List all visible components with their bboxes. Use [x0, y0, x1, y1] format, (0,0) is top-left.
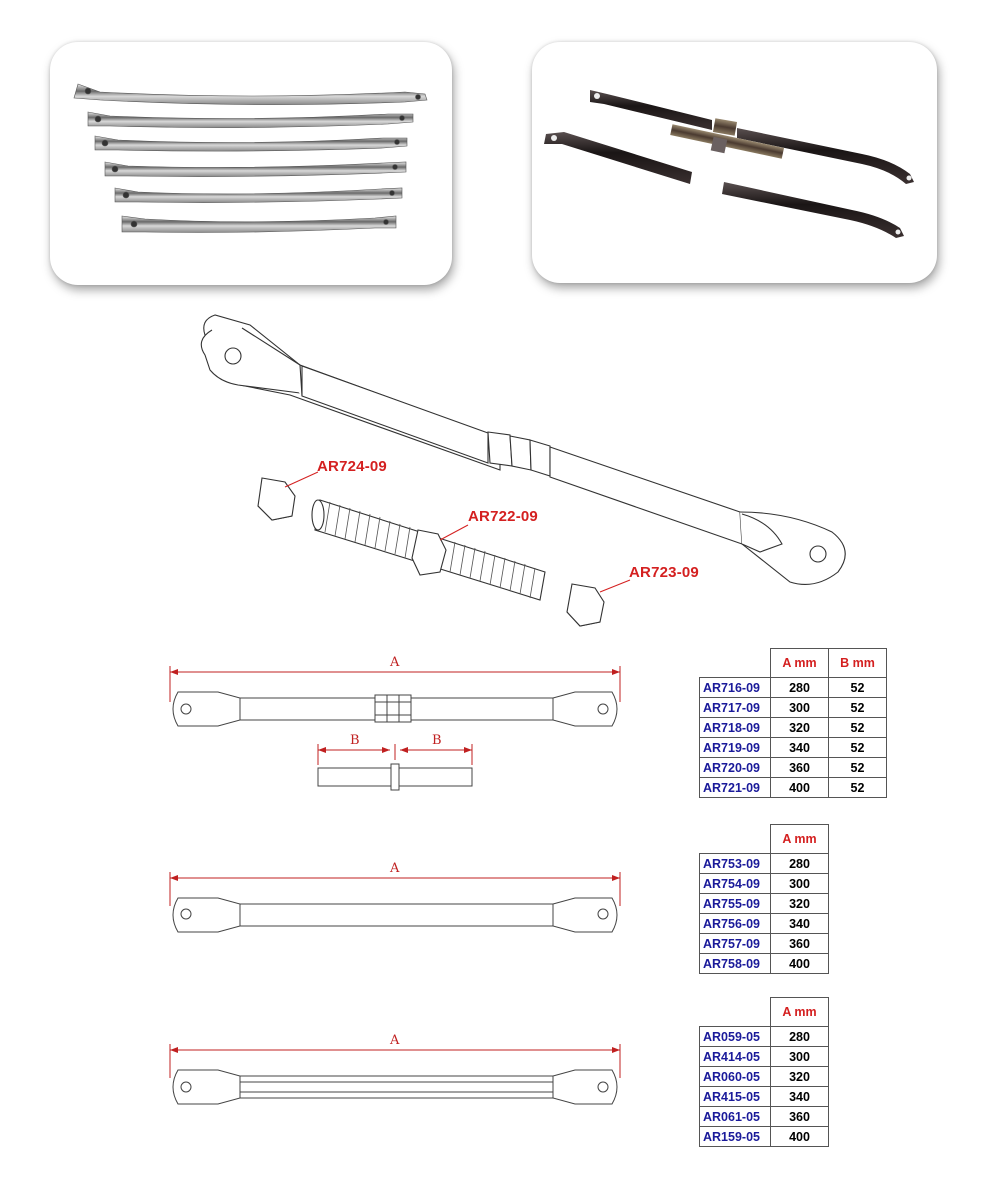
value-a: 400: [770, 777, 829, 798]
part-code: AR756-09: [699, 913, 771, 934]
value-b: 52: [828, 737, 887, 758]
black-stays-image: [544, 90, 914, 238]
part-code: AR414-05: [699, 1046, 771, 1067]
part-code: AR716-09: [699, 677, 771, 698]
leader-line-722: [439, 524, 469, 541]
value-a: 300: [770, 697, 829, 718]
part-code: AR415-05: [699, 1086, 771, 1107]
value-a: 400: [770, 1126, 829, 1147]
value-a: 400: [770, 953, 829, 974]
value-a: 300: [770, 873, 829, 894]
part-code: AR753-09: [699, 853, 771, 874]
part-code: AR758-09: [699, 953, 771, 974]
value-a: 280: [770, 677, 829, 698]
exploded-drawing: [200, 314, 846, 627]
part-code: AR754-09: [699, 873, 771, 894]
value-a: 360: [770, 757, 829, 778]
value-a: 340: [770, 1086, 829, 1107]
part-code: AR061-05: [699, 1106, 771, 1127]
value-b: 52: [828, 717, 887, 738]
value-b: 52: [828, 777, 887, 798]
dim-a-label-2: A: [390, 861, 400, 876]
dimension-drawings: [169, 666, 621, 1105]
header-a-mm: A mm: [770, 648, 829, 678]
value-b: 52: [828, 697, 887, 718]
value-a: 320: [770, 717, 829, 738]
callout-threaded-rod: AR722-09: [468, 508, 538, 525]
leader-line-723: [599, 579, 631, 593]
leader-line-724: [284, 471, 319, 488]
header-a-mm: A mm: [770, 824, 829, 854]
header-b-mm: B mm: [828, 648, 887, 678]
part-code: AR059-05: [699, 1026, 771, 1047]
callout-lock-nut-right: AR723-09: [629, 564, 699, 581]
part-code: AR718-09: [699, 717, 771, 738]
dim-a-label-1: A: [390, 655, 400, 670]
value-a: 340: [770, 913, 829, 934]
part-code: AR159-05: [699, 1126, 771, 1147]
value-b: 52: [828, 677, 887, 698]
photo-black-stays: [532, 42, 937, 283]
part-code: AR719-09: [699, 737, 771, 758]
value-a: 340: [770, 737, 829, 758]
value-a: 360: [770, 1106, 829, 1127]
part-code: AR717-09: [699, 697, 771, 718]
value-a: 320: [770, 893, 829, 914]
value-a: 360: [770, 933, 829, 954]
part-code: AR757-09: [699, 933, 771, 954]
value-a: 300: [770, 1046, 829, 1067]
callout-lock-nut-left: AR724-09: [317, 458, 387, 475]
dim-b-label-right: B: [432, 733, 442, 748]
part-code: AR060-05: [699, 1066, 771, 1087]
chrome-stays-image: [73, 83, 428, 233]
dim-a-label-3: A: [390, 1033, 400, 1048]
part-code: AR755-09: [699, 893, 771, 914]
part-code: AR720-09: [699, 757, 771, 778]
header-a-mm: A mm: [770, 997, 829, 1027]
value-a: 320: [770, 1066, 829, 1087]
value-a: 280: [770, 853, 829, 874]
photo-chrome-stays: [50, 42, 452, 285]
value-b: 52: [828, 757, 887, 778]
part-code: AR721-09: [699, 777, 771, 798]
value-a: 280: [770, 1026, 829, 1047]
dim-b-label-left: B: [350, 733, 360, 748]
